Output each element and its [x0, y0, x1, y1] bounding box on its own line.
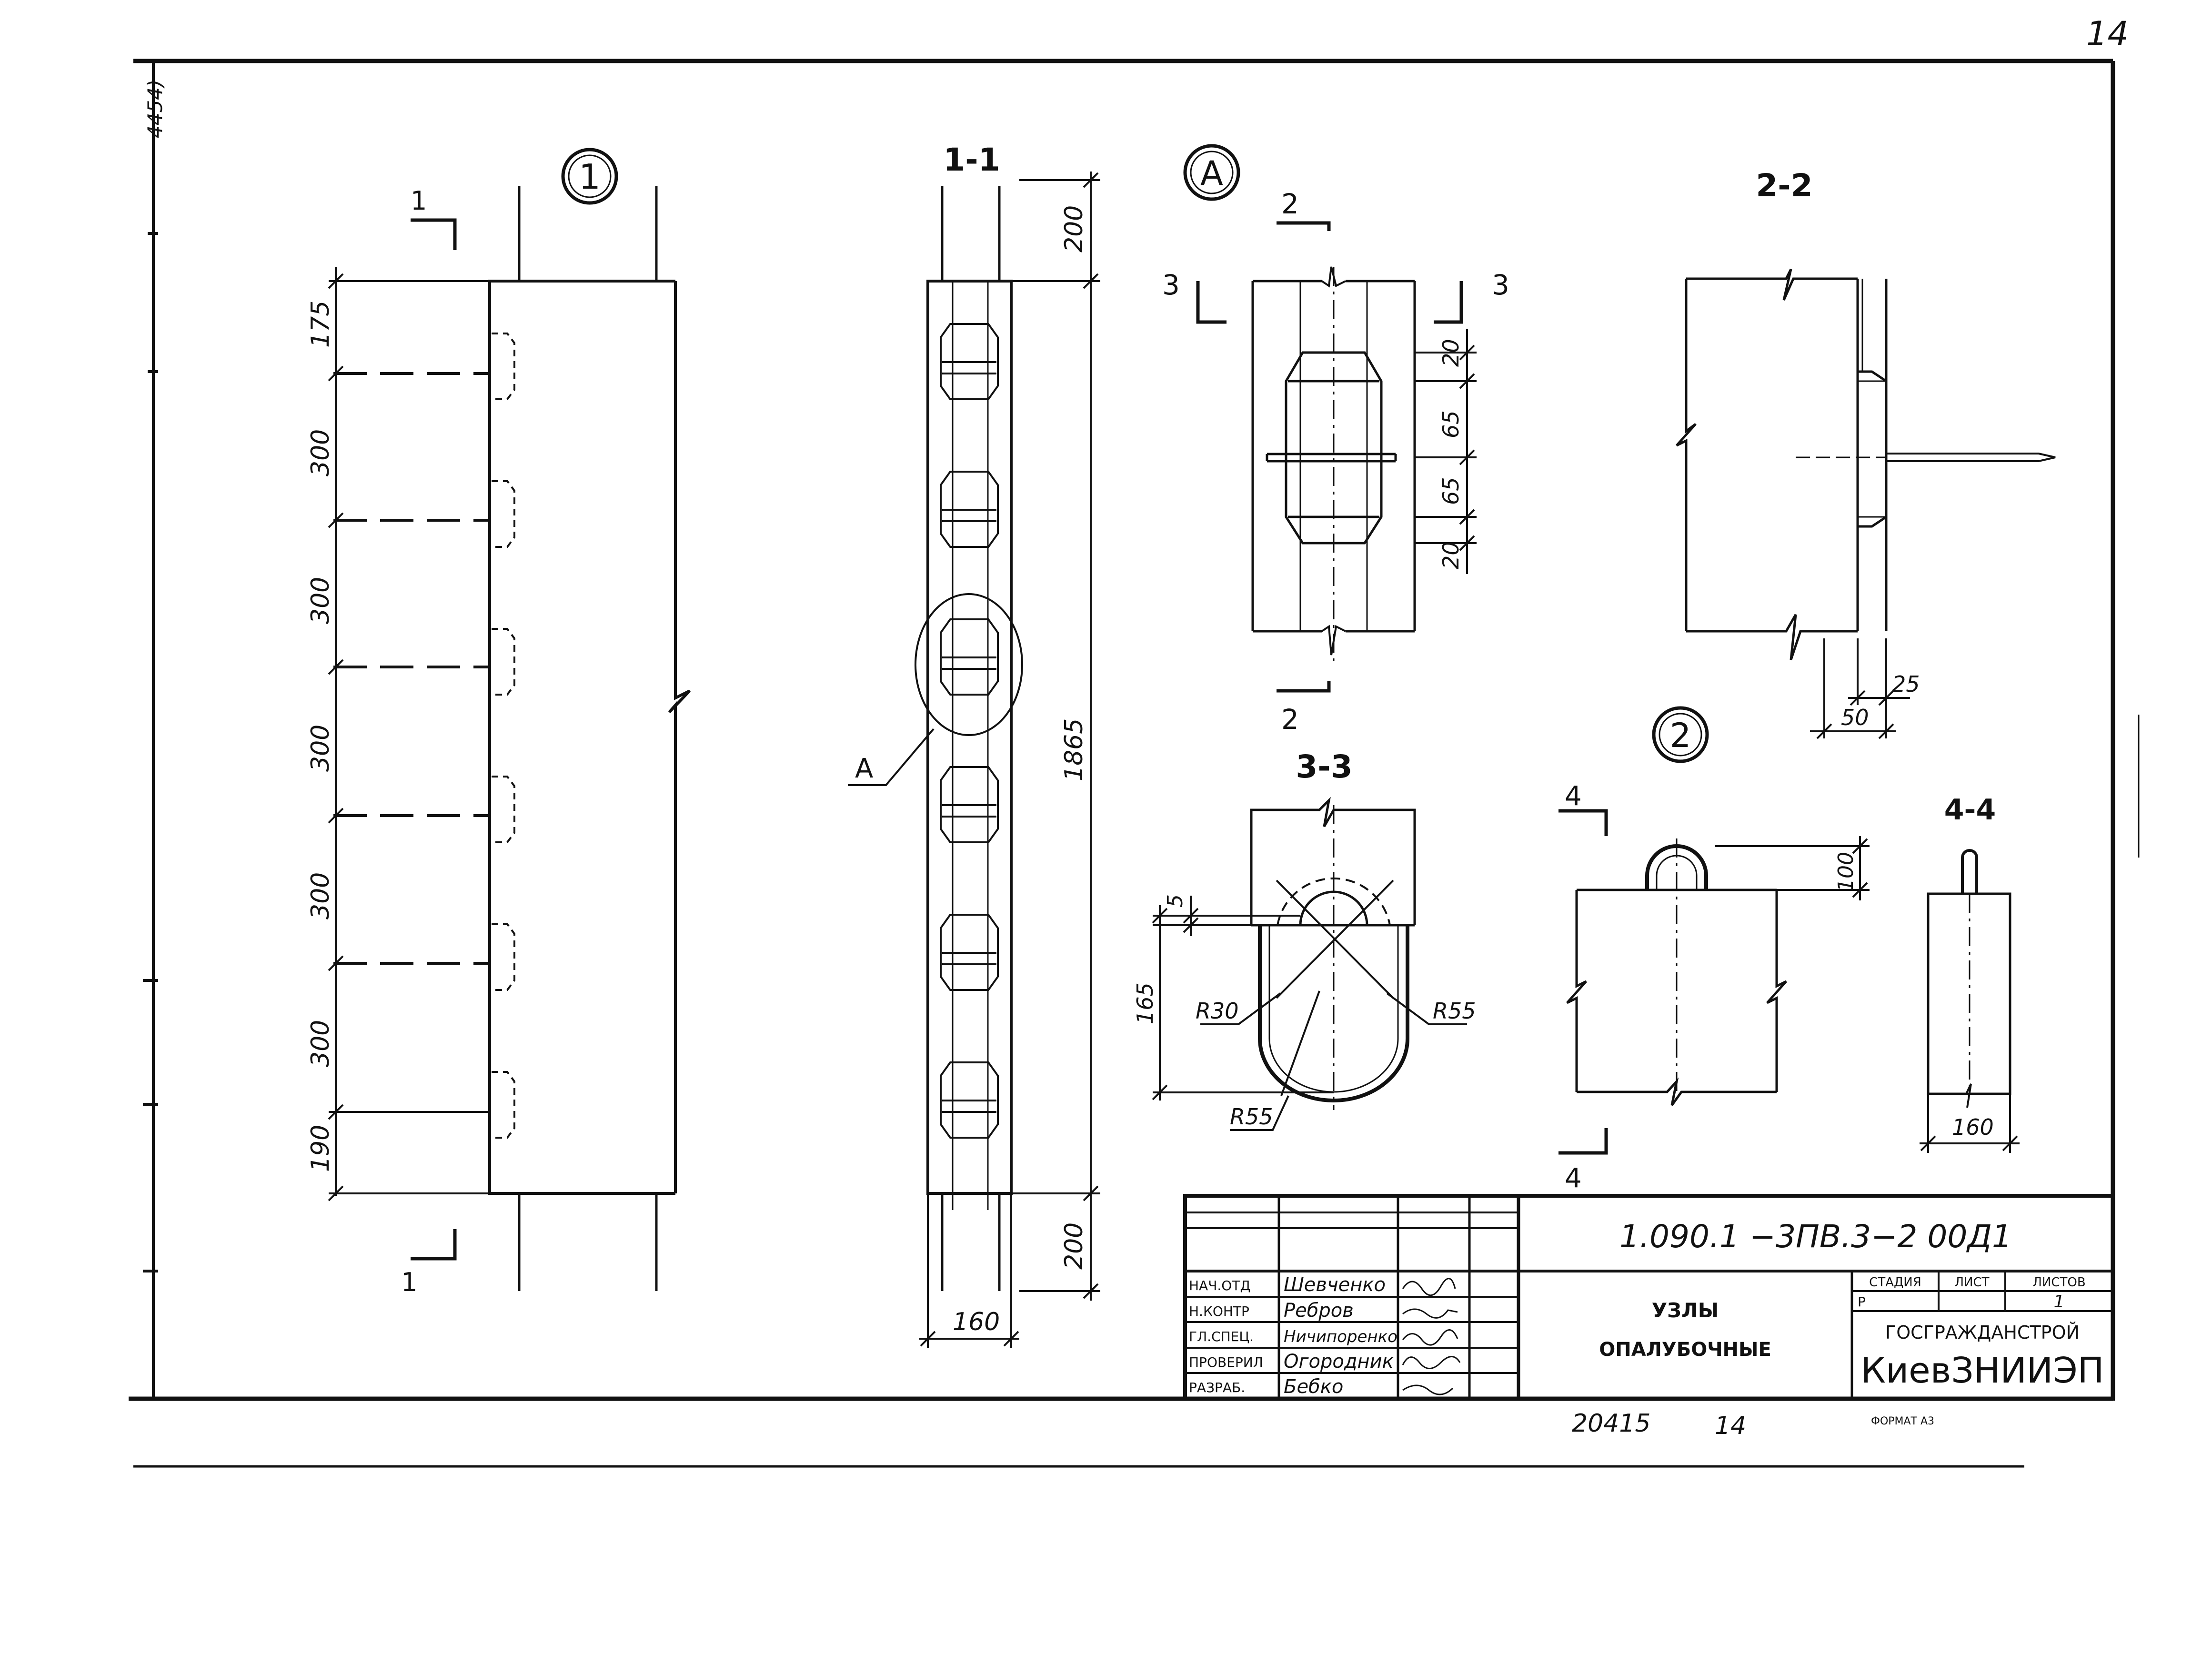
section-4-4-dim-160: 160 [1952, 1114, 1994, 1140]
tb-role-4: РАЗРАБ. [1189, 1380, 1245, 1395]
detail-a-dim-3: 20 [1438, 541, 1464, 569]
view-2-cut4-bottom: 4 [1565, 1163, 1582, 1194]
view-1-dim-0: 175 [306, 301, 335, 348]
view-1-dim-3: 300 [306, 725, 335, 772]
tb-org-line2: КиевЗНИИЭП [1861, 1350, 2104, 1391]
view-1: 1 [306, 148, 691, 1297]
view-2-marker: 2 [1670, 716, 1691, 755]
section-1-1-nodes [940, 323, 999, 1139]
section-1-1-dim-total: 1865 [1060, 718, 1088, 781]
detail-a-dim-2: 65 [1438, 477, 1464, 505]
detail-a-marker: A [1200, 154, 1223, 193]
section-2-2-dim-25: 25 [1892, 671, 1920, 697]
format-label: ФОРМАТ А3 [1871, 1415, 1934, 1427]
detail-a-cut3-left: 3 [1162, 269, 1180, 301]
section-3-3-title: 3-3 [1296, 748, 1352, 785]
section-4-4-title: 4-4 [1944, 793, 1996, 827]
tb-name-2: Ничипоренко [1284, 1327, 1398, 1346]
detail-a-marker-circle [1183, 144, 1240, 201]
view-2-cut4-top: 4 [1565, 781, 1582, 812]
corner-number: 14 [2086, 14, 2129, 53]
tb-role-1: Н.КОНТР [1189, 1303, 1249, 1319]
tb-signatures [1402, 1278, 1461, 1395]
section-3-3-dim-165: 165 [1132, 982, 1158, 1024]
tb-name-0: Шевченко [1284, 1274, 1386, 1296]
tb-role-0: НАЧ.ОТД [1189, 1278, 1250, 1293]
section-1-1-dim-width: 160 [953, 1308, 1000, 1336]
tb-role-3: ПРОВЕРИЛ [1189, 1354, 1263, 1370]
view-2: 2 100 4 4 [1558, 706, 1870, 1194]
sheet-frame [129, 59, 2140, 1468]
section-1-1-title: 1-1 [943, 141, 1000, 178]
view-2-dim-100: 100 [1834, 852, 1858, 892]
margin-stamp: 4454) [143, 80, 167, 138]
view-1-cut-top: 1 [411, 186, 427, 216]
tb-sheets-header: ЛИСТОВ [2032, 1275, 2085, 1290]
tb-sheets-value: 1 [2054, 1292, 2065, 1312]
detail-a-cut2-top: 2 [1281, 188, 1299, 220]
section-1-1: 1-1 A [848, 141, 1100, 1348]
section-1-1-dim-top: 200 [1060, 205, 1088, 252]
detail-a: A [1162, 144, 1509, 736]
view-1-dim-5: 300 [306, 1020, 335, 1067]
view-1-dim-2: 300 [306, 577, 335, 624]
tb-code: 1.090.1 −3ПВ.3−2 00Д1 [1619, 1218, 2012, 1255]
view-1-cut-bottom: 1 [401, 1267, 417, 1297]
tb-name-4: Бебко [1284, 1376, 1343, 1398]
view-1-marker-circle [561, 148, 618, 205]
callout-ellipse-a [915, 593, 1023, 736]
tb-sheet-header: ЛИСТ [1954, 1275, 1989, 1290]
section-3-3-r55b: R55 [1230, 1104, 1273, 1130]
tb-stage-value: Р [1858, 1294, 1866, 1310]
detail-a-dim-1: 65 [1438, 410, 1464, 438]
tb-name-1: Ребров [1284, 1300, 1354, 1322]
view-2-marker-circle [1652, 706, 1709, 763]
detail-a-cut3-right: 3 [1492, 269, 1509, 301]
tb-role-2: ГЛ.СПЕЦ. [1189, 1329, 1254, 1344]
section-3-3-r55a: R55 [1433, 998, 1476, 1024]
title-block: НАЧ.ОТД Н.КОНТР ГЛ.СПЕЦ. ПРОВЕРИЛ РАЗРАБ… [1183, 1194, 2115, 1401]
tb-stage-header: СТАДИЯ [1869, 1275, 1921, 1290]
section-3-3-dim-5: 5 [1163, 894, 1187, 908]
section-3-3: 3-3 R30 R55 R55 [1132, 748, 1476, 1131]
section-2-2-dim-50: 50 [1841, 705, 1869, 730]
bottom-number-left: 20415 [1572, 1409, 1650, 1438]
section-1-1-dim-bottom: 200 [1060, 1222, 1088, 1270]
section-2-2: 2-2 25 50 [1676, 167, 2056, 739]
section-3-3-r30: R30 [1196, 998, 1239, 1024]
tb-title-line1: УЗЛЫ [1652, 1299, 1719, 1322]
section-2-2-title: 2-2 [1756, 167, 1812, 204]
detail-a-cut2-bottom: 2 [1281, 703, 1299, 736]
callout-a-label: A [855, 753, 873, 784]
embedded-parts [492, 333, 515, 1139]
tb-org-line1: ГОСГРАЖДАНСТРОЙ [1885, 1322, 2080, 1343]
detail-a-dim-0: 20 [1438, 339, 1464, 367]
tb-title-line2: ОПАЛУБОЧНЫЕ [1599, 1339, 1771, 1361]
view-1-dim-1: 300 [306, 429, 335, 476]
bottom-number-right: 14 [1715, 1412, 1746, 1440]
view-1-dim-4: 300 [306, 872, 335, 919]
tb-name-3: Огородник [1284, 1351, 1394, 1373]
section-4-4: 4-4 160 [1920, 793, 2020, 1153]
view-1-marker: 1 [579, 157, 601, 197]
view-1-dim-6: 190 [306, 1125, 335, 1172]
